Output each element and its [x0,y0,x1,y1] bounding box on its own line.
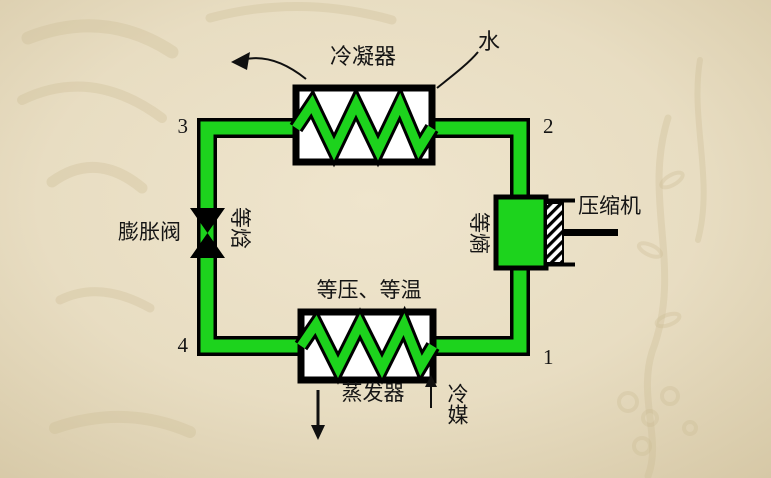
condenser [289,84,439,168]
state-point-1: 1 [543,345,554,369]
watermark-flower [641,409,659,427]
watermark-flower [682,420,698,436]
state-point-3: 3 [178,114,189,138]
compressor-hatch [545,202,564,264]
refrigerant-in-arrowhead [425,375,437,387]
isobaric-isothermal-label: 等压、等温 [317,278,422,302]
state-point-2: 2 [543,114,554,138]
expansion-valve-label: 膨胀阀 [118,220,181,244]
evaporator-coil [297,313,437,379]
watermark-branch [694,57,707,243]
water-label: 水 [478,29,500,54]
expansion-valve-symbol [190,208,225,258]
arrows [231,51,479,440]
watermark-flower [617,391,639,413]
evaporator [294,305,440,385]
watermark-stroke [46,161,148,194]
refrigerant-label: 冷媒 [445,383,469,425]
condenser-coil [292,93,436,161]
compressor-label: 压缩机 [578,194,641,218]
state-point-4: 4 [178,333,189,357]
watermark-flower [632,436,652,456]
watermark-leaf [636,241,664,259]
watermark-stroke [21,19,179,59]
watermark-branch [643,114,672,478]
heat-out-arrowhead [311,425,325,440]
flow-direction-arrowhead [231,52,250,70]
watermark-stroke [49,411,196,438]
watermark-leaf [654,311,682,329]
evaporator-label: 蒸发器 [342,381,405,405]
water-leader-line [436,51,479,89]
watermark-flower [660,386,680,406]
isentropic-label: 等熵 [467,212,491,254]
watermark-leaf [659,170,685,190]
watermark-stroke [55,287,155,313]
compressor [493,194,618,271]
condenser-label: 冷凝器 [330,44,396,69]
watermark-stroke [205,2,397,25]
compressor-body [493,194,549,271]
watermark-stroke [17,81,167,123]
watermark-decor [17,2,707,478]
isenthalpic-label: 等焓 [228,207,252,249]
